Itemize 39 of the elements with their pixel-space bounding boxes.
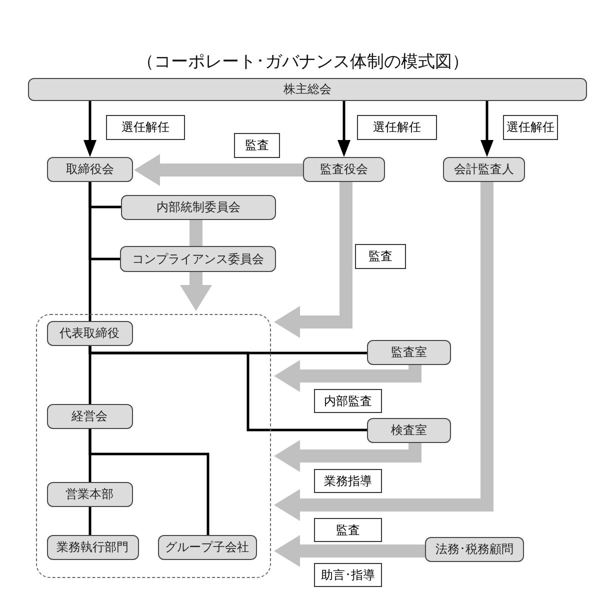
- connector-line: [88, 346, 367, 432]
- arrow: [134, 154, 303, 186]
- arrow: [180, 272, 212, 311]
- dashed-group-box: [36, 314, 271, 578]
- edge-label: 監査: [355, 244, 406, 269]
- arrow: [274, 360, 422, 392]
- org-box: 監査役会: [303, 157, 385, 182]
- edge-label: 選任解任: [357, 115, 437, 140]
- arrow: [480, 101, 494, 157]
- edge-label: 選任解任: [106, 115, 185, 140]
- org-box: 業務執行部門: [46, 534, 139, 560]
- connector-line: [88, 429, 210, 535]
- org-box: 経営会: [46, 404, 133, 429]
- arrow: [274, 535, 425, 567]
- org-box: 会計監査人: [443, 157, 525, 182]
- edge-label: 監査: [314, 518, 382, 542]
- arrow: [84, 101, 96, 157]
- arrow: [274, 440, 422, 472]
- org-box: 検査室: [367, 418, 451, 443]
- org-box: 営業本部: [46, 482, 133, 507]
- connector-line: [88, 507, 92, 535]
- edge-label: 助言･指導: [314, 563, 382, 587]
- edge-label: 監査: [234, 133, 280, 158]
- org-box: 内部統制委員会: [121, 195, 276, 220]
- connector-line: [88, 182, 92, 321]
- edge-label: 業務指導: [314, 469, 382, 493]
- title: （コーポレート･ガバナンス体制の模式図）: [137, 52, 469, 72]
- arrow: [274, 182, 494, 521]
- arrow: [274, 182, 352, 338]
- org-box: 代表取締役: [46, 320, 133, 346]
- arrow: [338, 101, 350, 157]
- org-box: グループ子会社: [158, 534, 257, 560]
- org-box: コンプライアンス委員会: [120, 246, 276, 272]
- org-box: 法務･税務顧問: [425, 537, 524, 562]
- meeting-bar: 株主総会: [28, 78, 587, 101]
- org-box: 取締役会: [47, 157, 133, 182]
- org-box: 監査室: [367, 340, 451, 365]
- edge-label: 選任解任: [503, 115, 558, 140]
- edge-label: 内部監査: [314, 389, 382, 413]
